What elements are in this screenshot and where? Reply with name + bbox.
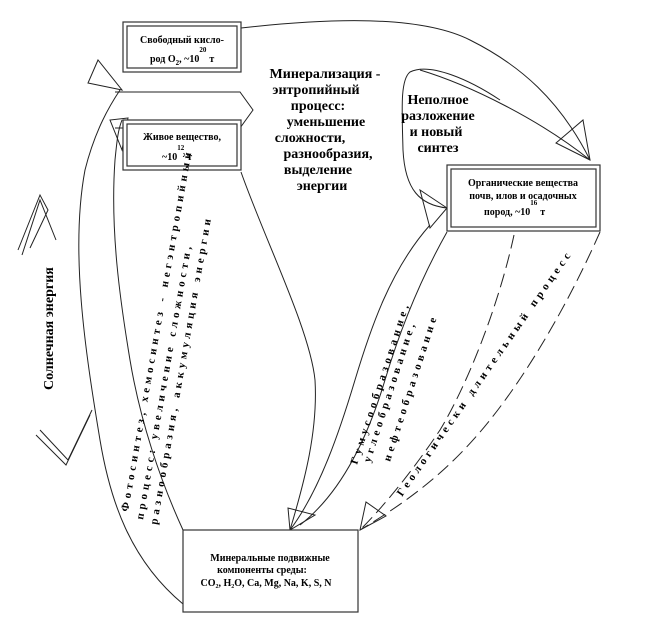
mineral-line1: Минеральные подвижные bbox=[210, 553, 330, 564]
solar-ray-top-2 bbox=[21, 198, 57, 256]
solar-ray-bottom-2 bbox=[39, 409, 93, 461]
svg-text:разнообразия,: разнообразия, bbox=[283, 147, 372, 162]
oxygen-line2: род O2, ~1020т bbox=[150, 46, 214, 67]
organic-line3: пород, ~1016т bbox=[484, 199, 545, 218]
living-line1: Живое вещество, bbox=[143, 132, 221, 143]
label-incomplete-decomposition: Неполное разложение и новый синтез bbox=[401, 93, 474, 156]
arrow-geological-inner[interactable] bbox=[359, 231, 601, 531]
svg-text:уменьшение: уменьшение bbox=[287, 115, 365, 130]
box-mineral-components: Минеральные подвижные компоненты среды: … bbox=[182, 529, 359, 613]
oxygen-line1: Свободный кисло- bbox=[140, 35, 224, 46]
label-solar-energy: Солнечная энергия bbox=[42, 267, 57, 390]
organic-line1: Органические вещества bbox=[468, 178, 578, 189]
arrow-oxygen-to-organic-inner bbox=[419, 69, 591, 161]
box-organic-matter: Органические вещества почв, илов и осадо… bbox=[446, 164, 601, 232]
mineral-line3: CO₂, H₂O, Ca, Mg, Na, K, S, N bbox=[201, 578, 333, 589]
svg-text:процесс:: процесс: bbox=[291, 99, 345, 114]
arrowhead-organic-top bbox=[555, 119, 591, 161]
svg-text:разложение: разложение bbox=[401, 109, 474, 124]
label-humus-formation: Гумусообразование, углеобразование, нефт… bbox=[348, 300, 440, 466]
mineral-line2: компоненты среды: bbox=[217, 565, 307, 576]
solar-ray-top bbox=[17, 193, 49, 251]
arrow-living-to-mineral bbox=[240, 171, 316, 531]
solar-ray-bottom bbox=[35, 414, 91, 466]
box-free-oxygen: Свободный кисло- род O2, ~1020т bbox=[122, 21, 242, 73]
svg-text:Гумусообразование,: Гумусообразование, bbox=[348, 300, 412, 466]
label-photosynthesis: Фотосинтез, хемосинтез - негэнтропийный … bbox=[119, 148, 214, 526]
svg-text:энтропийный: энтропийный bbox=[272, 83, 359, 98]
svg-text:сложности,: сложности, bbox=[275, 131, 346, 146]
arrow-incomplete-decomposition bbox=[401, 68, 501, 209]
living-line2: ~1012т bbox=[162, 144, 192, 163]
arrowhead-oxygen-left bbox=[87, 59, 124, 91]
arrow-photosynthesis-outer bbox=[78, 89, 184, 605]
arrowhead-organic-left bbox=[419, 188, 448, 230]
arrow-humus-outer bbox=[289, 224, 431, 531]
arrow-oxygen-to-organic bbox=[240, 20, 591, 161]
arrow-humus-inner bbox=[299, 231, 448, 526]
svg-text:и новый: и новый bbox=[410, 125, 463, 140]
svg-text:Неполное: Неполное bbox=[407, 93, 468, 108]
label-mineralization: Минерализация - энтропийный процесс: уме… bbox=[270, 67, 381, 194]
svg-text:Минерализация -: Минерализация - bbox=[270, 67, 381, 82]
arrow-geological-outer[interactable] bbox=[359, 234, 515, 531]
organic-line2: почв, илов и осадочных bbox=[469, 191, 576, 202]
box-living-matter: Живое вещество, ~1012т bbox=[122, 119, 242, 171]
svg-text:энергии: энергии bbox=[297, 179, 348, 194]
arrowhead-geological bbox=[359, 501, 387, 531]
svg-text:выделение: выделение bbox=[284, 163, 352, 178]
svg-text:синтез: синтез bbox=[417, 141, 458, 156]
arrow-photosynthesis-inner bbox=[113, 119, 184, 531]
